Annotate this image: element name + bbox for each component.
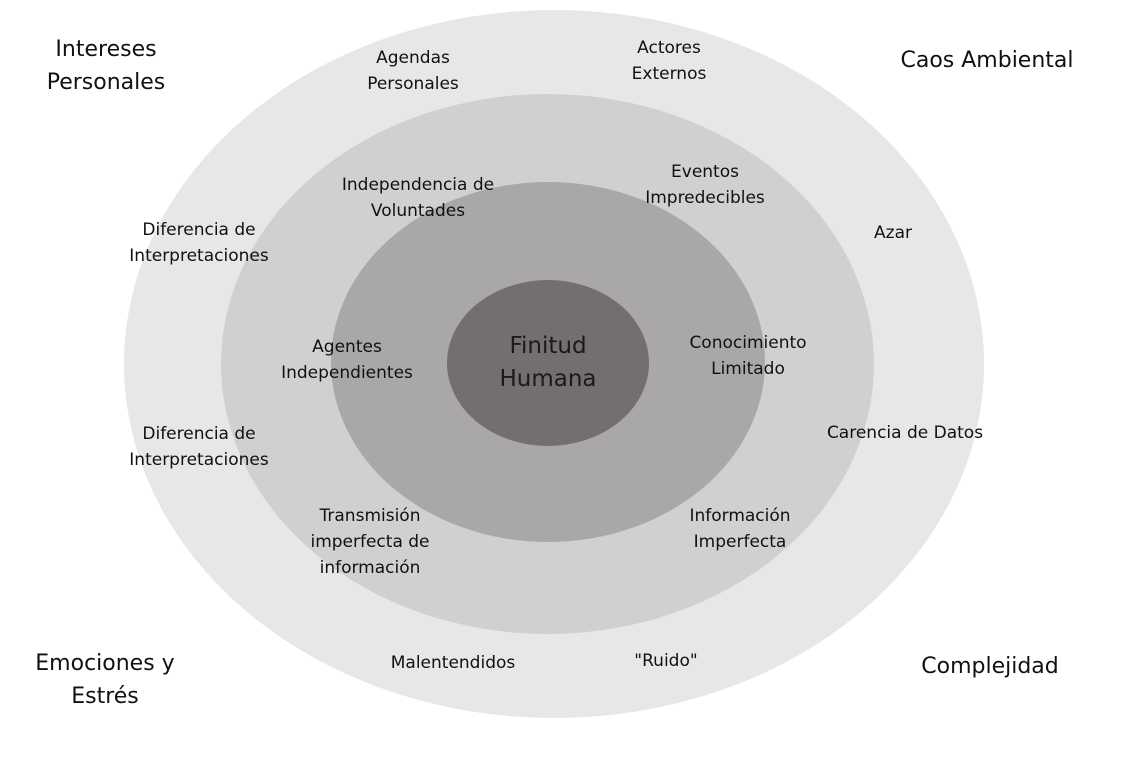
label-actores-externos: Actores Externos <box>631 38 707 84</box>
corner-label-caos-ambiental: Caos Ambiental <box>900 48 1074 73</box>
label-independencia-de-voluntades: Independencia de Voluntades <box>341 175 495 221</box>
label-diferencia-interpretaciones-upper: Diferencia de Interpretaciones <box>129 220 269 266</box>
label-finitud-humana: Finitud Humana <box>499 333 597 392</box>
label-agentes-independientes: Agentes Independientes <box>281 337 413 383</box>
label-transmision-imperfecta: Transmisión imperfecta de información <box>310 506 430 578</box>
corner-label-complejidad: Complejidad <box>921 654 1059 679</box>
label-ruido: "Ruido" <box>634 651 698 671</box>
corner-label-emociones-estres: Emociones y Estrés <box>35 651 175 709</box>
label-informacion-imperfecta: Información Imperfecta <box>689 506 791 552</box>
core-ellipse <box>447 280 649 446</box>
label-conocimiento-limitado: Conocimiento Limitado <box>689 333 807 379</box>
corner-label-intereses-personales: Intereses Personales <box>46 37 166 95</box>
label-carencia-de-datos: Carencia de Datos <box>826 423 984 443</box>
label-diferencia-interpretaciones-lower: Diferencia de Interpretaciones <box>129 424 269 470</box>
label-malentendidos: Malentendidos <box>390 653 516 673</box>
label-eventos-impredecibles: Eventos Impredecibles <box>645 162 765 208</box>
label-azar: Azar <box>874 223 912 243</box>
label-agendas-personales: Agendas Personales <box>367 48 459 94</box>
